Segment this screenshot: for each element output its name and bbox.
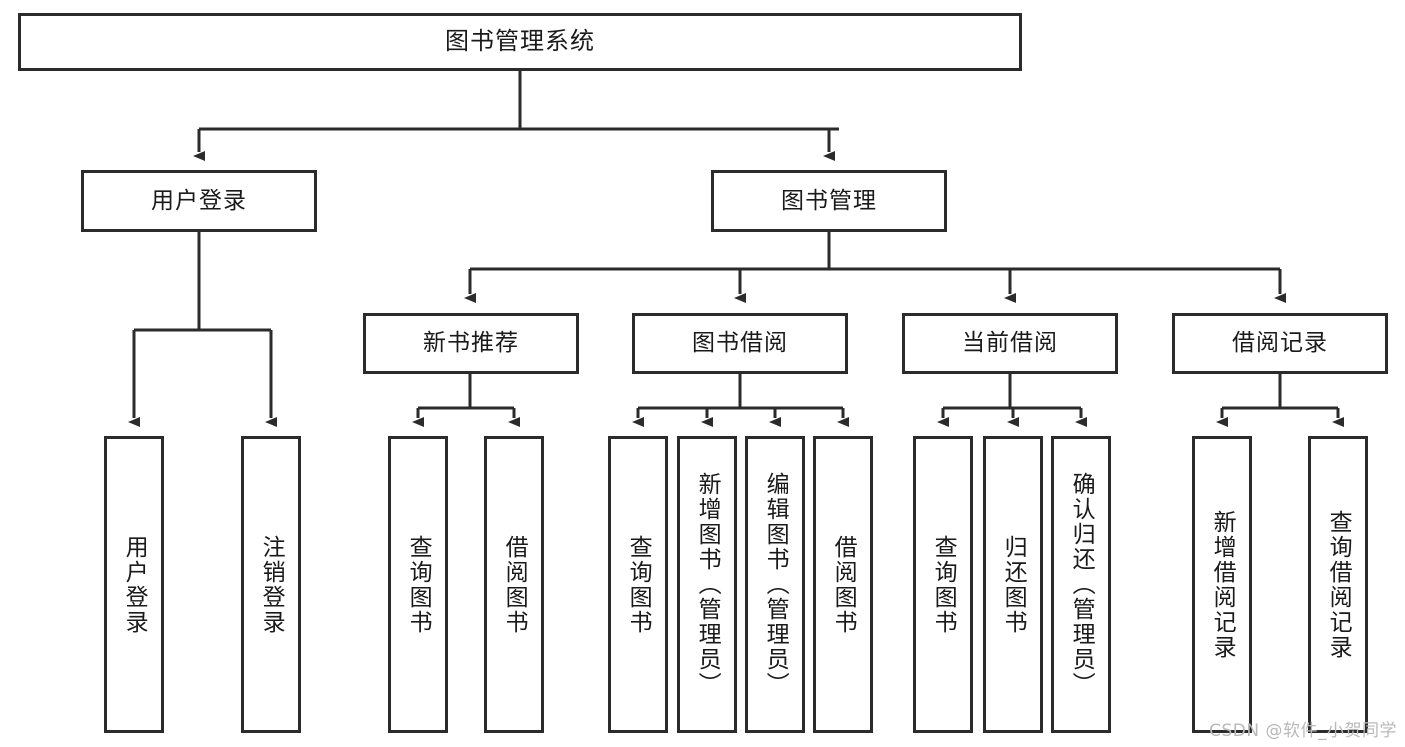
- node-leaf-return-book-label: 归还图书: [1000, 534, 1027, 635]
- node-book-manage[interactable]: 图书管理: [711, 170, 947, 232]
- node-current-borrow-label: 当前借阅: [962, 330, 1058, 357]
- node-leaf-add-book-label: 新增图书（管理员）: [694, 472, 721, 697]
- node-leaf-borrow-book-1-label: 借阅图书: [501, 534, 528, 635]
- node-leaf-confirm-return[interactable]: 确认归还（管理员）: [1051, 436, 1111, 733]
- node-user-login[interactable]: 用户登录: [81, 170, 317, 232]
- node-leaf-edit-book[interactable]: 编辑图书（管理员）: [745, 436, 805, 733]
- node-leaf-edit-book-label: 编辑图书（管理员）: [762, 472, 789, 697]
- node-borrow-record[interactable]: 借阅记录: [1172, 313, 1388, 374]
- node-leaf-borrow-book-2[interactable]: 借阅图书: [813, 436, 873, 733]
- node-leaf-query-book-1-label: 查询图书: [405, 534, 432, 635]
- node-leaf-query-book-3-label: 查询图书: [930, 534, 957, 635]
- node-root-label: 图书管理系统: [445, 27, 595, 56]
- node-leaf-user-logout[interactable]: 注销登录: [241, 436, 301, 733]
- node-book-borrow-label: 图书借阅: [692, 330, 788, 357]
- node-leaf-user-login[interactable]: 用户登录: [104, 436, 164, 733]
- node-leaf-confirm-return-label: 确认归还（管理员）: [1068, 472, 1095, 697]
- node-borrow-record-label: 借阅记录: [1232, 330, 1328, 357]
- node-leaf-add-record-label: 新增借阅记录: [1209, 509, 1236, 660]
- node-leaf-query-book-3[interactable]: 查询图书: [913, 436, 973, 733]
- node-leaf-query-record[interactable]: 查询借阅记录: [1308, 436, 1368, 733]
- node-new-book-recommend[interactable]: 新书推荐: [363, 313, 579, 374]
- node-root[interactable]: 图书管理系统: [18, 13, 1022, 71]
- node-leaf-user-logout-label: 注销登录: [258, 534, 285, 635]
- node-leaf-add-record[interactable]: 新增借阅记录: [1192, 436, 1252, 733]
- node-leaf-add-book[interactable]: 新增图书（管理员）: [677, 436, 737, 733]
- node-leaf-query-book-2[interactable]: 查询图书: [608, 436, 668, 733]
- node-leaf-query-record-label: 查询借阅记录: [1325, 509, 1352, 660]
- node-leaf-borrow-book-1[interactable]: 借阅图书: [484, 436, 544, 733]
- csdn-watermark: CSDN @软件_小贺同学: [1209, 721, 1397, 741]
- node-book-manage-label: 图书管理: [781, 187, 877, 214]
- node-leaf-return-book[interactable]: 归还图书: [983, 436, 1043, 733]
- node-current-borrow[interactable]: 当前借阅: [902, 313, 1118, 374]
- node-leaf-query-book-1[interactable]: 查询图书: [388, 436, 448, 733]
- node-leaf-query-book-2-label: 查询图书: [625, 534, 652, 635]
- node-new-book-recommend-label: 新书推荐: [423, 330, 519, 357]
- node-user-login-label: 用户登录: [151, 187, 247, 214]
- node-leaf-borrow-book-2-label: 借阅图书: [830, 534, 857, 635]
- node-book-borrow[interactable]: 图书借阅: [632, 313, 848, 374]
- node-leaf-user-login-label: 用户登录: [121, 534, 148, 635]
